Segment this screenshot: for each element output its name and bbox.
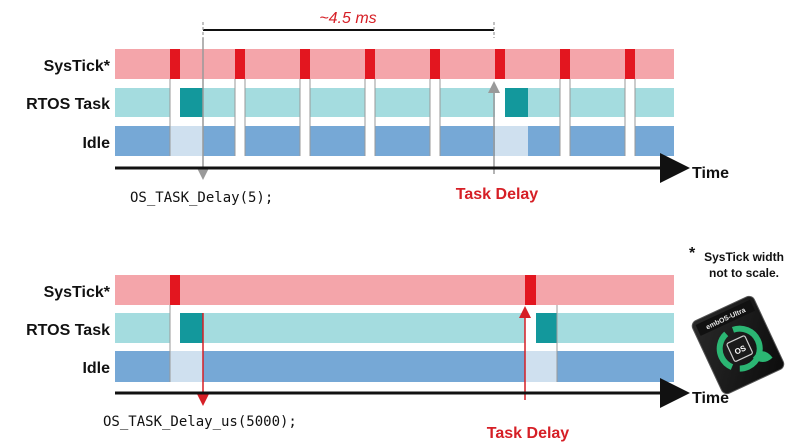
bottom-delay-label: Task Delay [487,425,570,442]
bottom-systick-row [115,275,674,305]
embos-ultra-logo: embOS-Ultra OS [691,295,785,395]
bottom-call-label: OS_TASK_Delay_us(5000); [103,414,297,430]
top-call-label: OS_TASK_Delay(5); [130,190,273,206]
bottom-systick-pulse-2 [525,275,536,305]
bottom-task-row [115,313,674,343]
top-label-idle: Idle [82,135,110,152]
top-task-gaps [170,88,635,117]
top-task-row [115,88,674,117]
top-label-task: RTOS Task [26,96,110,113]
footnote: * SysTick width not to scale. [689,245,784,280]
top-systick-pulses [170,49,635,79]
bottom-diagram: SysTick* RTOS Task Idle Time OS_TASK_Del… [26,275,729,442]
top-idle-row [115,126,674,156]
footnote-line-1: SysTick width [704,250,784,264]
bottom-time-label: Time [692,390,729,407]
top-systick-row [115,49,674,79]
top-diagram: SysTick* RTOS Task Idle Time ~4.5 ms OS_… [26,10,729,206]
top-interval-label: ~4.5 ms [319,10,376,27]
top-task-active-1 [180,88,203,117]
bottom-idle-row [115,351,674,382]
bottom-label-idle: Idle [82,360,110,377]
top-idle-gaps [170,126,635,156]
bottom-task-active-2 [536,313,557,343]
bottom-label-task: RTOS Task [26,322,110,339]
bottom-label-systick: SysTick* [44,284,111,301]
top-task-active-2 [505,88,528,117]
footnote-line-2: not to scale. [709,266,779,280]
top-label-systick: SysTick* [44,58,111,75]
top-delay-label: Task Delay [456,186,539,203]
bottom-systick-pulse-1 [170,275,180,305]
footnote-marker: * [689,245,696,262]
top-time-label: Time [692,165,729,182]
bottom-task-active-1 [180,313,203,343]
